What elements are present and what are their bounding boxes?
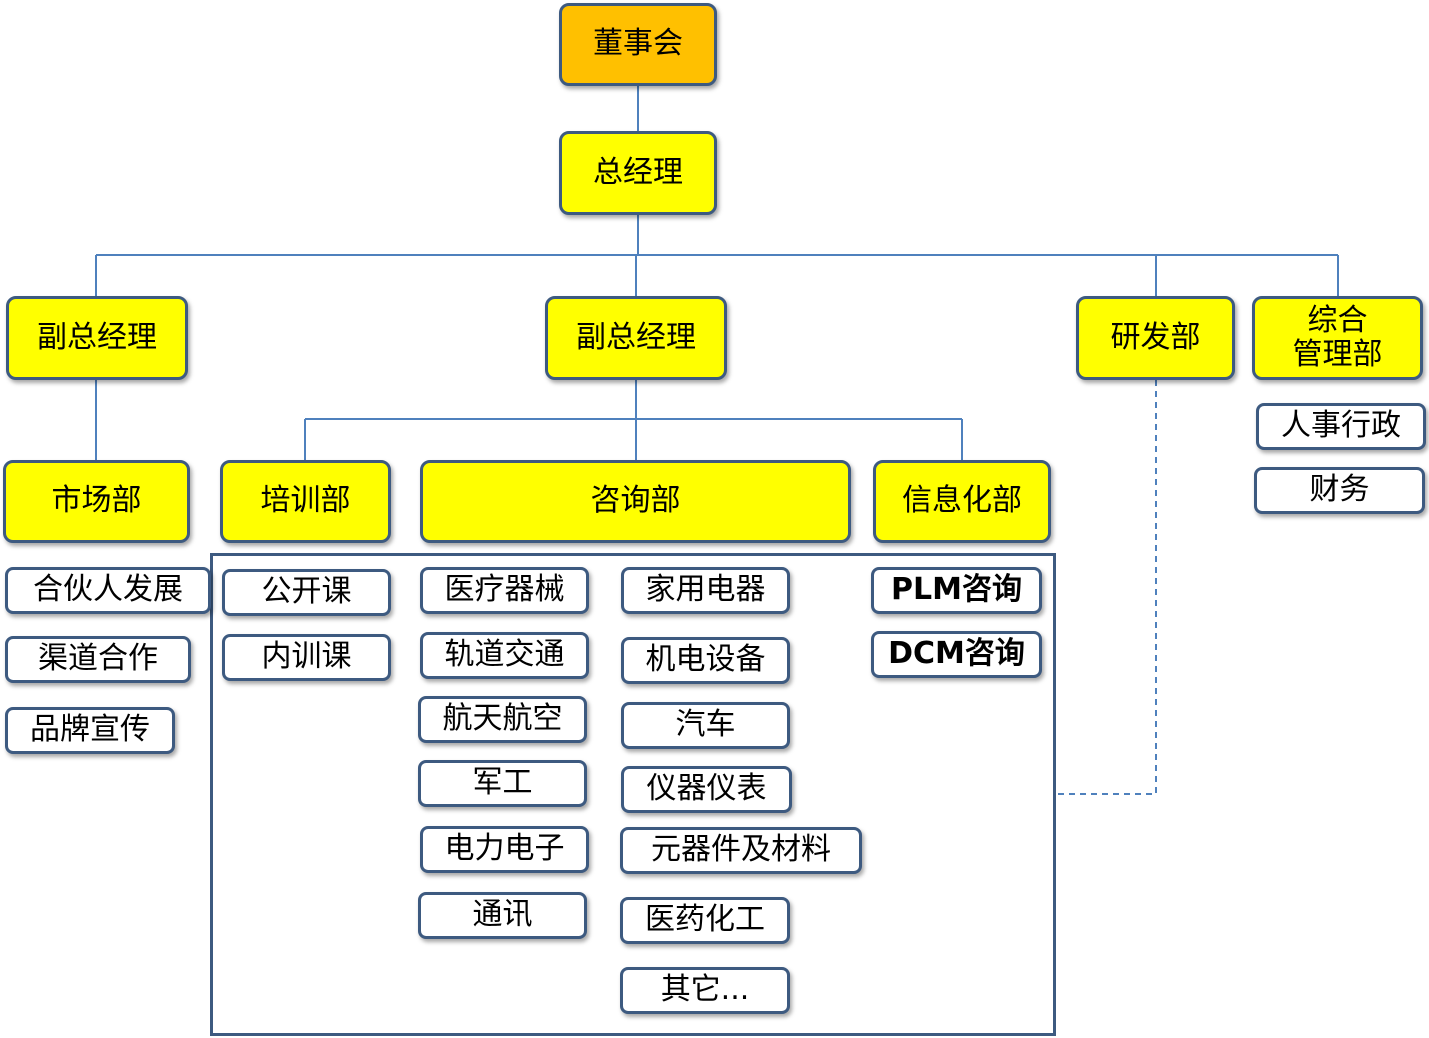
it-department-node: 信息化部	[873, 460, 1051, 543]
board-node: 董事会	[559, 3, 717, 86]
marketing-department-node: 市场部	[3, 460, 190, 543]
connector-rd-dashed	[1058, 380, 1157, 795]
consulting-item-instruments: 仪器仪表	[621, 766, 792, 813]
vice-general-manager-left-node: 副总经理	[6, 296, 188, 380]
it-item-plm-consulting: PLM咨询	[871, 567, 1042, 614]
consulting-item-pharma-chemical: 医药化工	[620, 897, 790, 944]
training-department-node: 培训部	[220, 460, 391, 543]
finance-item: 财务	[1254, 467, 1425, 514]
marketing-item-brand: 品牌宣传	[5, 707, 175, 754]
consulting-item-components-materials: 元器件及材料	[620, 827, 862, 874]
consulting-item-others: 其它...	[620, 967, 790, 1014]
consulting-item-telecom: 通讯	[418, 892, 587, 939]
consulting-item-rail-transit: 轨道交通	[420, 632, 589, 679]
consulting-item-automotive: 汽车	[621, 702, 790, 749]
consulting-item-power-electronics: 电力电子	[420, 826, 589, 873]
general-manager-node: 总经理	[559, 131, 717, 215]
consulting-item-home-appliances: 家用电器	[621, 567, 790, 614]
consulting-item-medical-devices: 医疗器械	[420, 567, 589, 614]
rd-department-node: 研发部	[1076, 296, 1235, 380]
consulting-item-aerospace: 航天航空	[418, 696, 587, 743]
consulting-item-military: 军工	[418, 760, 587, 807]
consulting-item-electromechanical: 机电设备	[621, 637, 790, 684]
general-admin-department-node: 综合 管理部	[1252, 296, 1423, 380]
vice-general-manager-center-node: 副总经理	[545, 296, 727, 380]
it-item-dcm-consulting: DCM咨询	[871, 631, 1042, 678]
consulting-department-node: 咨询部	[420, 460, 851, 543]
marketing-item-partner: 合伙人发展	[5, 567, 211, 614]
consulting-group-frame	[210, 553, 1056, 1036]
marketing-item-channel: 渠道合作	[5, 636, 191, 683]
training-item-inhouse: 内训课	[222, 634, 391, 681]
training-item-public: 公开课	[222, 569, 391, 616]
hr-admin-item: 人事行政	[1256, 403, 1426, 450]
